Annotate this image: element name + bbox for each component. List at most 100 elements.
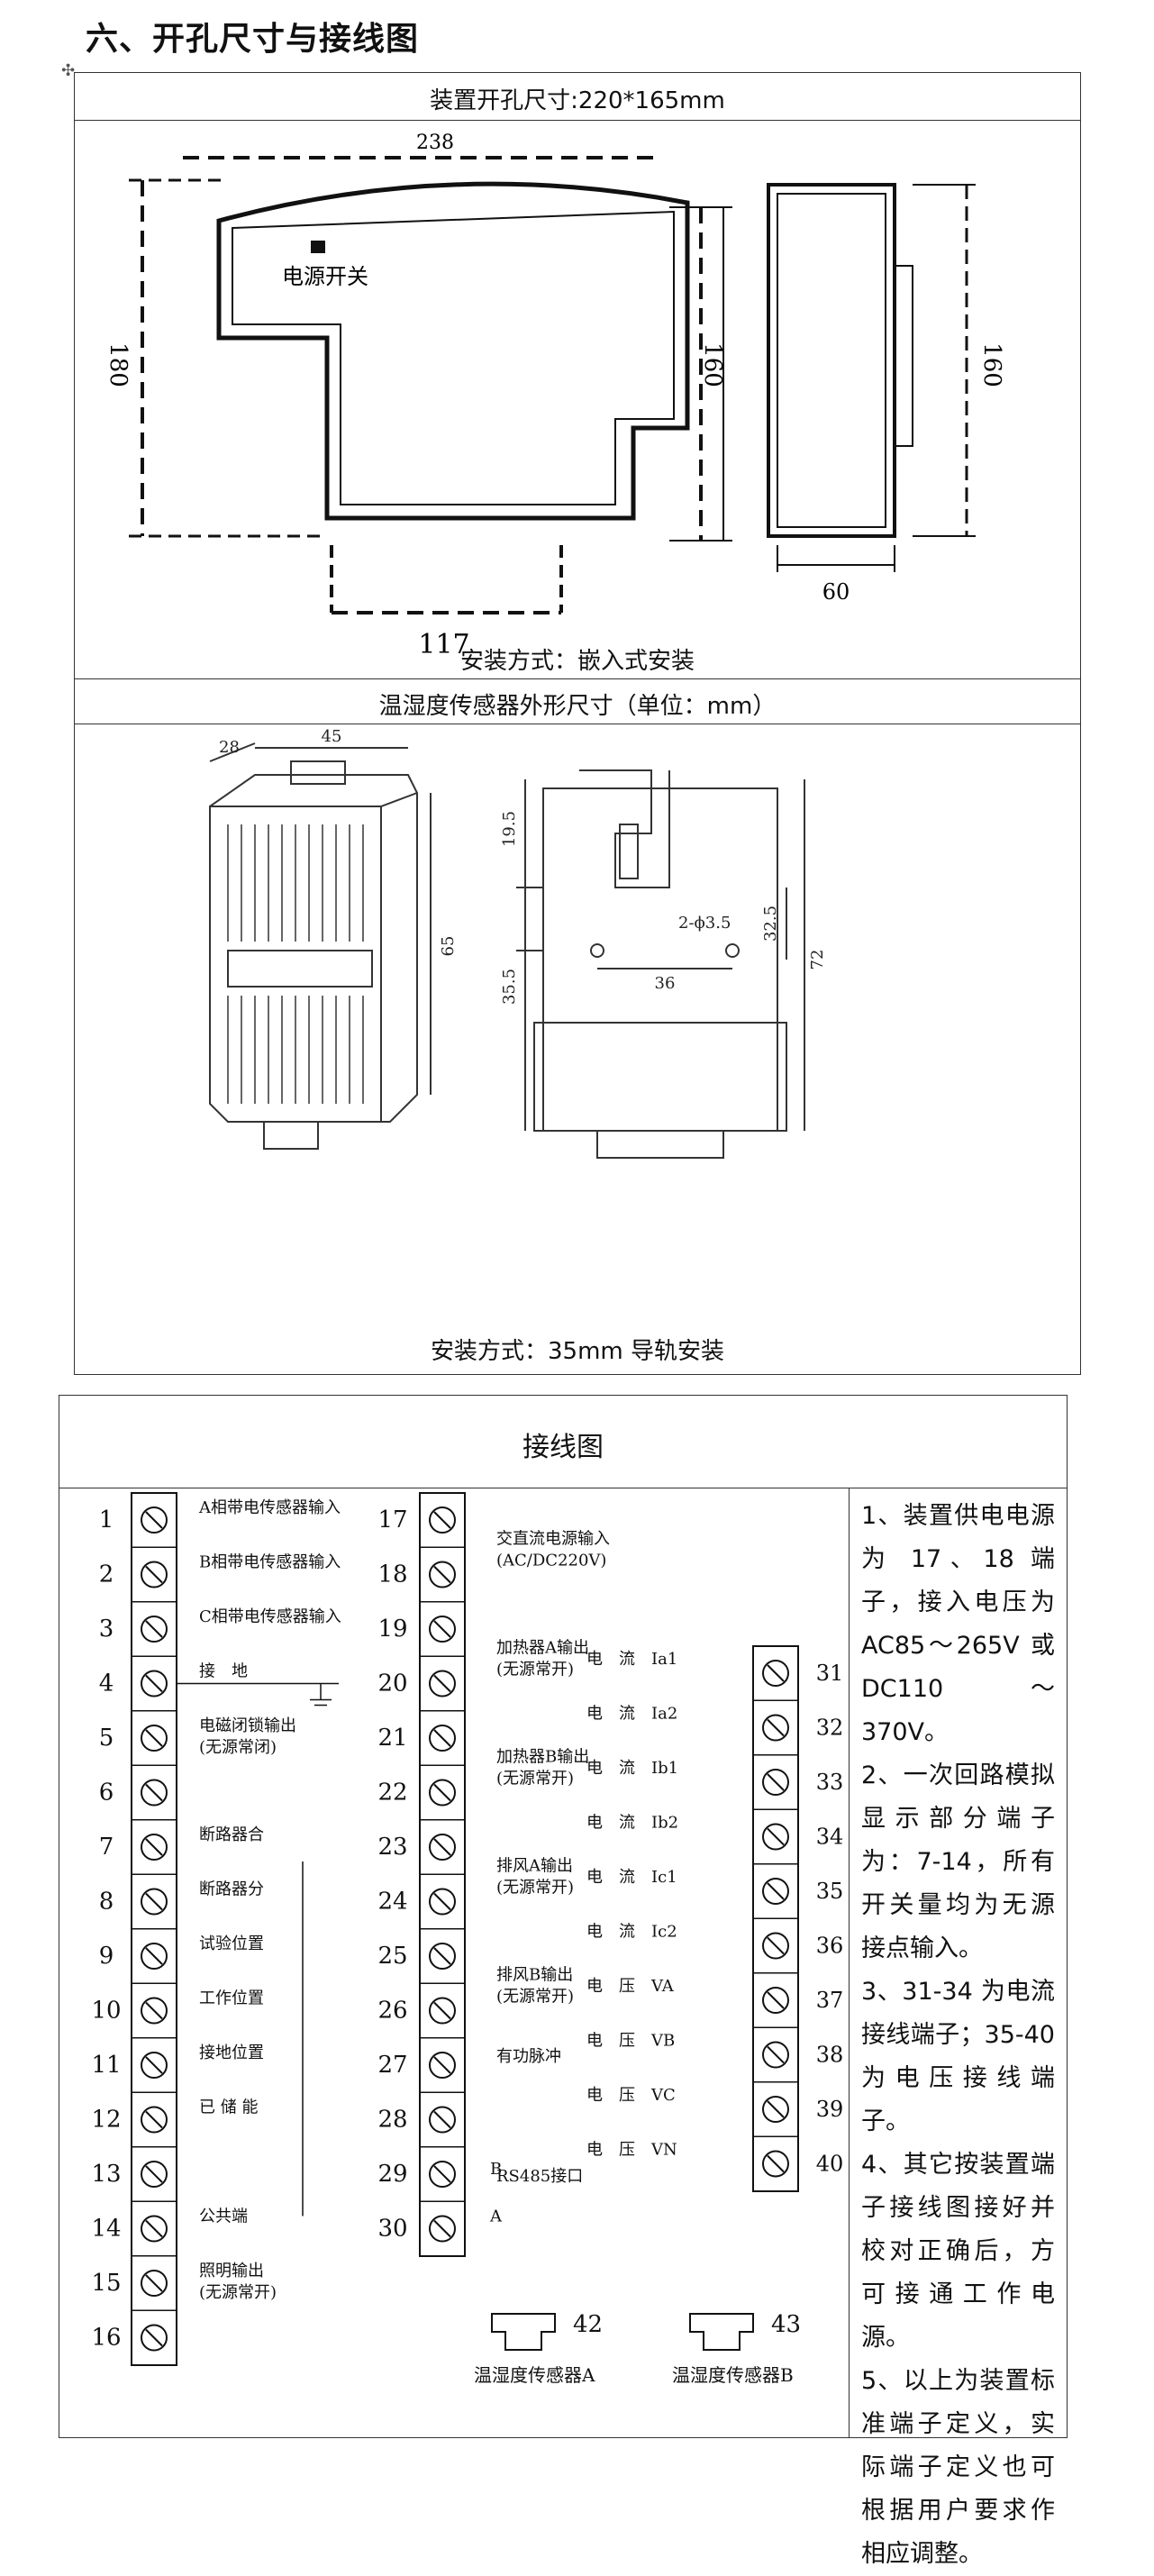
terminal-number: 9 <box>99 1943 114 1970</box>
terminal-label: 电 压 VC <box>586 2086 676 2105</box>
move-handle-icon: ✣ <box>61 61 76 80</box>
terminal-screw-icon <box>762 1769 789 1796</box>
terminal-label: 照明输出 <box>199 2262 264 2280</box>
terminal-number: 28 <box>377 2107 407 2134</box>
terminal-label: 电 压 VN <box>586 2141 677 2160</box>
mid-label: 有功脉冲 <box>496 2047 561 2066</box>
terminal-number: 34 <box>816 1825 844 1850</box>
terminal-number: 22 <box>377 1780 407 1807</box>
dim-left: 180 <box>104 342 132 387</box>
terminal-sublabel: (无源常闭) <box>199 1738 277 1757</box>
sensor-dim-width: 45 <box>322 727 342 746</box>
terminal-label: 公共端 <box>199 2207 248 2226</box>
screw-slot <box>145 1620 163 1638</box>
terminal-number: 32 <box>816 1716 844 1741</box>
terminal-screw-icon <box>141 1506 168 1534</box>
sensor-dim-mid-seg: 35.5 <box>500 969 519 1005</box>
terminal-number: 14 <box>91 2216 121 2243</box>
terminal-label: 断路器分 <box>199 1880 264 1899</box>
screw-slot <box>433 1892 451 1911</box>
screw-slot <box>433 2219 451 2238</box>
sensor-dim-depth: 28 <box>219 738 240 757</box>
terminal-label: 电 流 Ib1 <box>586 1759 678 1778</box>
terminal-number: 13 <box>91 2161 121 2188</box>
terminal-screw-icon <box>141 1943 168 1970</box>
sensor-port-label: 温湿度传感器B <box>672 2364 794 2386</box>
mid-label: RS485接口 <box>496 2167 583 2186</box>
terminal-number: 25 <box>377 1943 407 1970</box>
screw-slot <box>145 1565 163 1584</box>
screw-slot <box>433 2110 451 2129</box>
terminal-label: 电 流 Ic2 <box>586 1923 677 1942</box>
sensor-connector-icon <box>689 2313 754 2351</box>
screw-slot <box>433 2001 451 2020</box>
terminal-screw-icon <box>429 1888 456 1916</box>
device-dimension-drawing: 电源开关 238 180 160 117 160 60 <box>104 132 1005 660</box>
screw-slot <box>433 2165 451 2183</box>
terminal-number: 1 <box>99 1506 114 1534</box>
mid-sublabel: (AC/DC220V) <box>496 1551 606 1570</box>
terminal-number: 12 <box>91 2107 121 2134</box>
terminal-label: 电 压 VB <box>586 2032 675 2051</box>
terminal-screw-icon <box>429 2161 456 2188</box>
screw-slot <box>767 2045 785 2064</box>
terminal-screw-icon <box>429 2215 456 2243</box>
terminal-screw-icon <box>141 1670 168 1698</box>
terminal-label: 电 流 Ia1 <box>586 1650 677 1669</box>
terminal-number: 3 <box>99 1616 114 1643</box>
sensor-caption: 温湿度传感器外形尺寸（单位：mm） <box>378 693 777 720</box>
screw-slot <box>433 1947 451 1965</box>
terminal-number: 30 <box>377 2216 407 2243</box>
dim-side-width: 60 <box>822 579 850 605</box>
terminal-screw-icon <box>762 1660 789 1687</box>
screw-slot <box>145 1674 163 1693</box>
screw-slot <box>767 1773 785 1791</box>
screw-slot <box>767 2100 785 2118</box>
terminal-label: 电 流 Ia2 <box>586 1705 677 1724</box>
terminal-screw-icon <box>429 1616 456 1643</box>
rs485-a-label: A <box>489 2207 503 2226</box>
screw-slot <box>433 1783 451 1802</box>
terminal-label: 试验位置 <box>199 1934 264 1953</box>
dim-bottom: 117 <box>418 629 469 660</box>
terminal-label: 电 流 Ic1 <box>586 1868 677 1887</box>
install-caption-embedded: 安装方式：嵌入式安装 <box>459 648 695 675</box>
screw-slot <box>767 1827 785 1846</box>
rs485-b-label: B <box>490 2160 502 2179</box>
sensor-dim-total: 72 <box>808 950 827 970</box>
terminal-screw-icon <box>141 1725 168 1752</box>
terminal-screw-icon <box>762 2041 789 2069</box>
sensor-dim-right-seg: 32.5 <box>761 906 780 942</box>
terminal-screw-icon <box>141 2106 168 2134</box>
section-title: 六、开孔尺寸与接线图 <box>86 21 420 58</box>
terminal-screw-icon <box>141 1779 168 1807</box>
note-1: 1、装置供电电源为 17、18 端子，接入电压为 AC85～265V 或 DC1… <box>861 1502 1055 1746</box>
screw-slot <box>767 1936 785 1955</box>
screw-slot <box>767 2154 785 2173</box>
sensor-dim-hole-spacing: 36 <box>655 974 676 993</box>
screw-slot <box>145 2110 163 2129</box>
mid-label: 加热器B输出 <box>496 1747 589 1766</box>
dim-top: 238 <box>416 132 454 154</box>
note-3: 3、31-34 为电流接线端子；35-40 为电压接线端子。 <box>861 1978 1055 2135</box>
terminal-number: 29 <box>377 2161 407 2188</box>
mid-label: 排风B输出 <box>496 1965 573 1984</box>
mid-sublabel: (无源常开) <box>496 1878 574 1897</box>
power-switch-label: 电源开关 <box>282 264 368 289</box>
screw-slot <box>433 2056 451 2074</box>
screw-slot <box>433 1511 451 1529</box>
mid-sublabel: (无源常开) <box>496 1769 574 1788</box>
sensor-connector-icon <box>491 2313 556 2351</box>
terminal-screw-icon <box>429 1834 456 1861</box>
dim-right: 160 <box>699 342 726 387</box>
wiring-title: 接线图 <box>522 1432 604 1463</box>
terminal-screw-icon <box>141 1997 168 2025</box>
note-4: 4、其它按装置端子接线图接好并校对正确后，方可接通工作电源。 <box>861 2151 1055 2352</box>
install-caption-din: 安装方式：35mm 导轨安装 <box>430 1338 724 1365</box>
screw-slot <box>145 2274 163 2292</box>
sensor-port-label: 温湿度传感器A <box>474 2364 595 2386</box>
screw-slot <box>145 1729 163 1747</box>
terminal-number: 4 <box>99 1670 114 1698</box>
terminal-screw-icon <box>141 2215 168 2243</box>
